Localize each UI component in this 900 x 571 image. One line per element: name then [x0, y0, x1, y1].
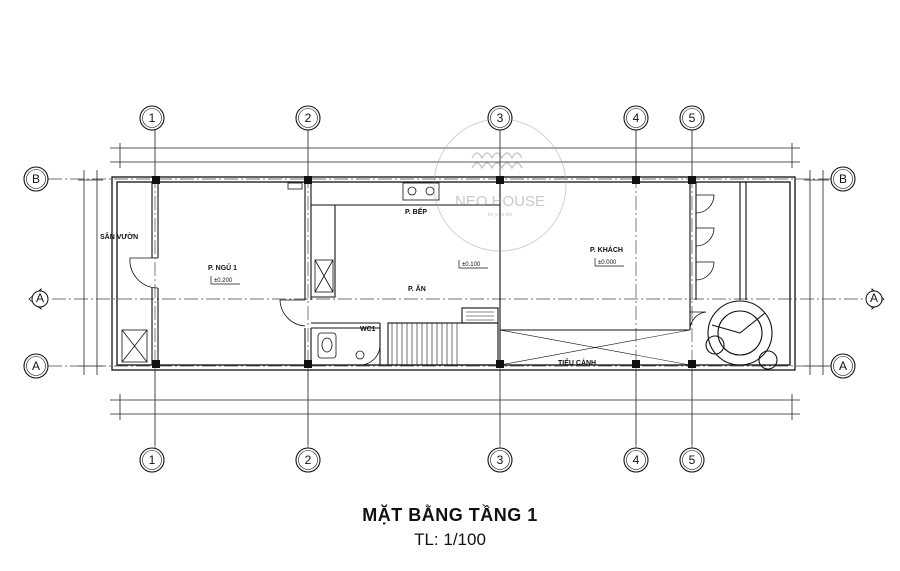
grid-bubble-b-right: B: [830, 166, 856, 192]
drawing-title: MẶT BẰNG TẦNG 1: [362, 505, 538, 525]
side-dimension-lines: [78, 170, 829, 375]
svg-text:3: 3: [497, 111, 504, 125]
grid-bubbles-right: B A A: [830, 166, 885, 379]
label-dining: P. ĂN: [408, 284, 426, 293]
wc-fixtures: [317, 332, 365, 360]
courtyard-cross: [499, 329, 691, 366]
watermark-tagline: for your life: [488, 212, 513, 218]
svg-text:3: 3: [497, 453, 504, 467]
level-dining: ±0.100: [462, 262, 481, 268]
grid-bubble-3-bottom: 3: [487, 447, 513, 473]
level-bedroom: ±0.200: [214, 278, 233, 284]
structural-columns: [152, 176, 696, 368]
grid-bubble-4-top: 4: [623, 105, 649, 131]
label-garden: SÂN VƯỜN: [100, 232, 138, 241]
svg-text:A: A: [839, 359, 847, 373]
garden-cabinet: [121, 329, 148, 363]
stair-treads: [391, 311, 494, 365]
grid-bubble-1-top: 1: [139, 105, 165, 131]
level-living: ±0.000: [598, 260, 617, 266]
grid-bubbles-bottom: 1 2 3 4 5: [139, 447, 705, 473]
label-bedroom: P. NGỦ 1: [208, 263, 237, 272]
svg-text:1: 1: [149, 111, 156, 125]
interior-walls: [151, 182, 747, 366]
svg-text:B: B: [32, 172, 40, 186]
outer-walls: [111, 176, 796, 371]
svg-text:1: 1: [149, 453, 156, 467]
top-dimension-lines: [110, 125, 800, 176]
svg-text:5: 5: [689, 111, 696, 125]
kitchen-cabinet: [314, 259, 334, 293]
spiral-stair: [705, 300, 778, 370]
grid-bubble-a-mid-right: A: [865, 288, 885, 310]
svg-text:2: 2: [305, 453, 312, 467]
grid-bubbles-left: B A A: [23, 166, 49, 379]
grid-bubble-b-left: B: [23, 166, 49, 192]
grid-bubble-a-right: A: [830, 353, 856, 379]
svg-text:5: 5: [689, 453, 696, 467]
doors: [129, 194, 715, 366]
watermark-logo: NEO HOUSE for your life: [433, 118, 567, 252]
svg-text:B: B: [839, 172, 847, 186]
grid-bubble-2-bottom: 2: [295, 447, 321, 473]
grid-bubbles-top: 1 2 3 4 5: [139, 105, 705, 131]
svg-text:4: 4: [633, 111, 640, 125]
grid-bubble-2-top: 2: [295, 105, 321, 131]
grid-bubble-5-bottom: 5: [679, 447, 705, 473]
kitchen-stove: [402, 182, 440, 201]
bottom-dimension-lines: [110, 370, 800, 445]
svg-text:4: 4: [633, 453, 640, 467]
axis-lines: [48, 130, 866, 450]
watermark-brand: NEO HOUSE: [455, 193, 545, 210]
label-wc: WC1: [360, 326, 376, 333]
fridge: [287, 182, 303, 190]
svg-text:A: A: [32, 359, 40, 373]
svg-text:A: A: [36, 291, 44, 305]
level-markers: [210, 258, 624, 285]
label-courtyard: TIỂU CẢNH: [558, 358, 596, 367]
grid-bubble-1-bottom: 1: [139, 447, 165, 473]
grid-bubble-5-top: 5: [679, 105, 705, 131]
label-living: P. KHÁCH: [590, 245, 623, 254]
svg-text:2: 2: [305, 111, 312, 125]
grid-bubble-3-top: 3: [487, 105, 513, 131]
drawing-scale: TL: 1/100: [414, 530, 486, 549]
svg-text:A: A: [870, 291, 878, 305]
label-kitchen: P. BẾP: [405, 206, 427, 216]
grid-bubble-a-left: A: [23, 353, 49, 379]
grid-bubble-4-bottom: 4: [623, 447, 649, 473]
grid-bubble-a-mid-left: A: [28, 288, 49, 310]
